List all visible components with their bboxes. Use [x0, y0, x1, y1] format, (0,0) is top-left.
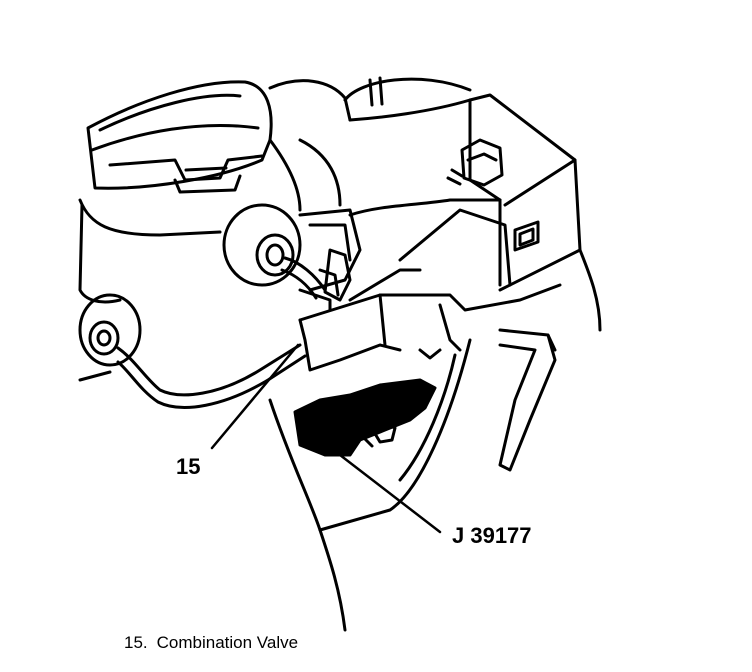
- leader-lines: [210, 343, 442, 534]
- mounting-bracket: [348, 93, 602, 332]
- brake-line-fitting-left: [78, 293, 142, 367]
- leader-line-tool: [338, 453, 442, 534]
- combination-valve: [298, 208, 362, 312]
- brake-lines: [78, 256, 327, 409]
- legend-number: 15.: [124, 633, 148, 652]
- bracket-bolt: [446, 138, 504, 187]
- brake-line-fitting-upper: [222, 203, 302, 287]
- legend-text: Combination Valve: [156, 633, 299, 652]
- master-cylinder-body: [78, 76, 472, 304]
- callout-tool-j39177: J 39177: [452, 523, 532, 548]
- legend: 15. Combination Valve: [124, 634, 298, 651]
- booster-housing: [268, 338, 472, 632]
- valve-actuator-arm: [298, 208, 562, 372]
- master-cylinder-reservoir: [86, 80, 273, 194]
- frame-rail: [498, 328, 557, 472]
- callout-15: 15: [176, 454, 201, 479]
- special-tool-j39177: [293, 378, 437, 457]
- leader-line-15: [210, 343, 300, 450]
